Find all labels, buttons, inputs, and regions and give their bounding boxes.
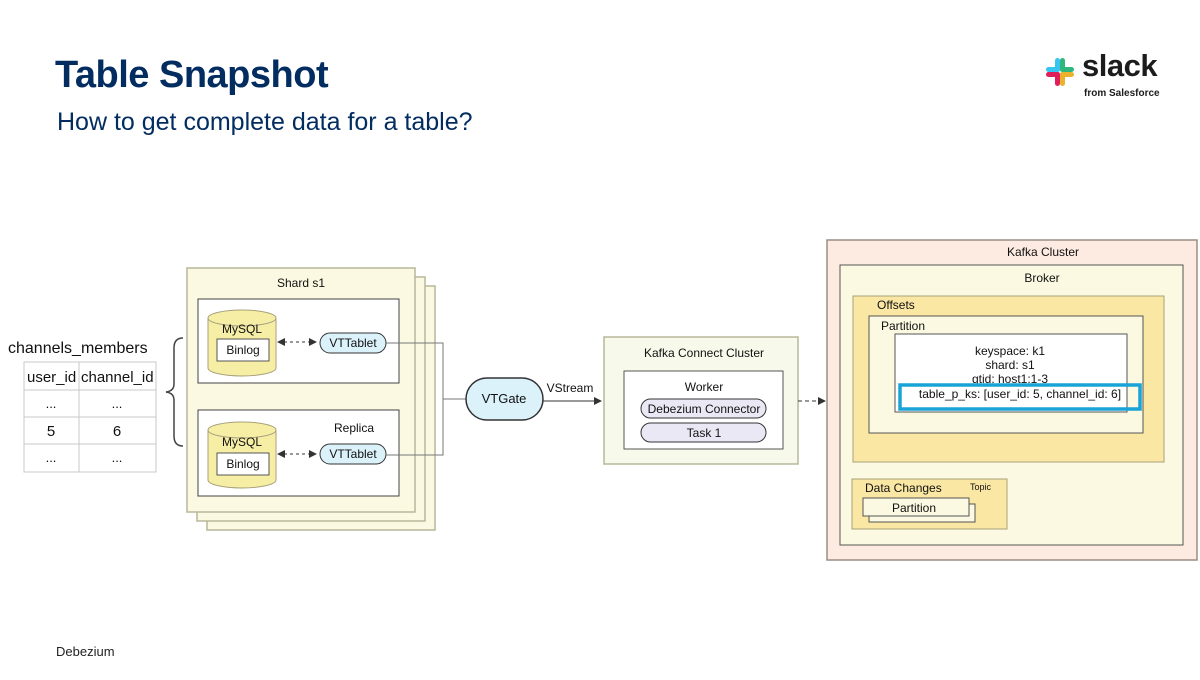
vttablet-replica-pill (319, 443, 387, 465)
vtgate-label: VTGate (482, 391, 527, 406)
offsets-label: Offsets (877, 298, 915, 312)
table-header-user-id: user_id (27, 369, 76, 386)
slack-byline: from Salesforce (1084, 88, 1160, 99)
vttablet-to-vtgate-connector (386, 342, 466, 456)
task-label: Task 1 (687, 426, 722, 440)
mysql-primary-label: MySQL (222, 322, 262, 336)
vtgate-node (465, 377, 544, 421)
dc-partition-label: Partition (892, 501, 936, 515)
record-keyspace: keyspace: k1 (975, 344, 1045, 358)
slack-logo: slack from Salesforce (1040, 48, 1180, 102)
topic-label: Topic (970, 482, 992, 492)
worker-label: Worker (685, 380, 723, 394)
table-cell: 6 (113, 423, 121, 440)
binlog-primary-label: Binlog (226, 343, 259, 357)
table-name: channels_members (8, 340, 148, 357)
binlog-replica-box (216, 452, 270, 476)
broker-label: Broker (1024, 271, 1059, 285)
table-cell: ... (46, 450, 57, 465)
page-title: Table Snapshot (55, 54, 329, 96)
table-cell: ... (112, 450, 123, 465)
table-cell: 5 (47, 423, 55, 440)
vttablet-replica-label: VTTablet (329, 447, 377, 461)
binlog-replica-label: Binlog (226, 457, 259, 471)
slack-hash-icon (1046, 58, 1074, 86)
record-shard: shard: s1 (985, 358, 1035, 372)
kafka-cluster-title: Kafka Cluster (1007, 245, 1079, 259)
footer-label: Debezium (56, 644, 115, 659)
table-cell: ... (112, 396, 123, 411)
vttablet-primary-label: VTTablet (329, 336, 377, 350)
offsets-partition-label: Partition (881, 319, 925, 333)
offset-record (894, 333, 1128, 413)
shard-title: Shard s1 (277, 276, 325, 290)
page-subtitle: How to get complete data for a table? (57, 108, 473, 136)
data-table (23, 361, 157, 473)
brace (165, 337, 184, 447)
slack-wordmark: slack (1082, 48, 1158, 83)
vstream-label: VStream (547, 381, 594, 395)
replica-label: Replica (334, 421, 374, 435)
highlight-box (898, 383, 1142, 411)
kafka-connect-title: Kafka Connect Cluster (644, 346, 764, 360)
record-gtid: gtid: host1:1-3 (972, 372, 1048, 386)
debezium-connector-label: Debezium Connector (648, 402, 761, 416)
dc-partition-box (862, 497, 970, 517)
task-pill (640, 422, 767, 443)
binlog-primary-box (216, 338, 270, 362)
table-header-channel-id: channel_id (81, 369, 154, 386)
table-cell: ... (46, 396, 57, 411)
debezium-connector-pill (640, 398, 767, 419)
record-table-pks: table_p_ks: [user_id: 5, channel_id: 6] (919, 387, 1121, 401)
data-changes-label: Data Changes (865, 481, 942, 495)
mysql-replica-label: MySQL (222, 435, 262, 449)
